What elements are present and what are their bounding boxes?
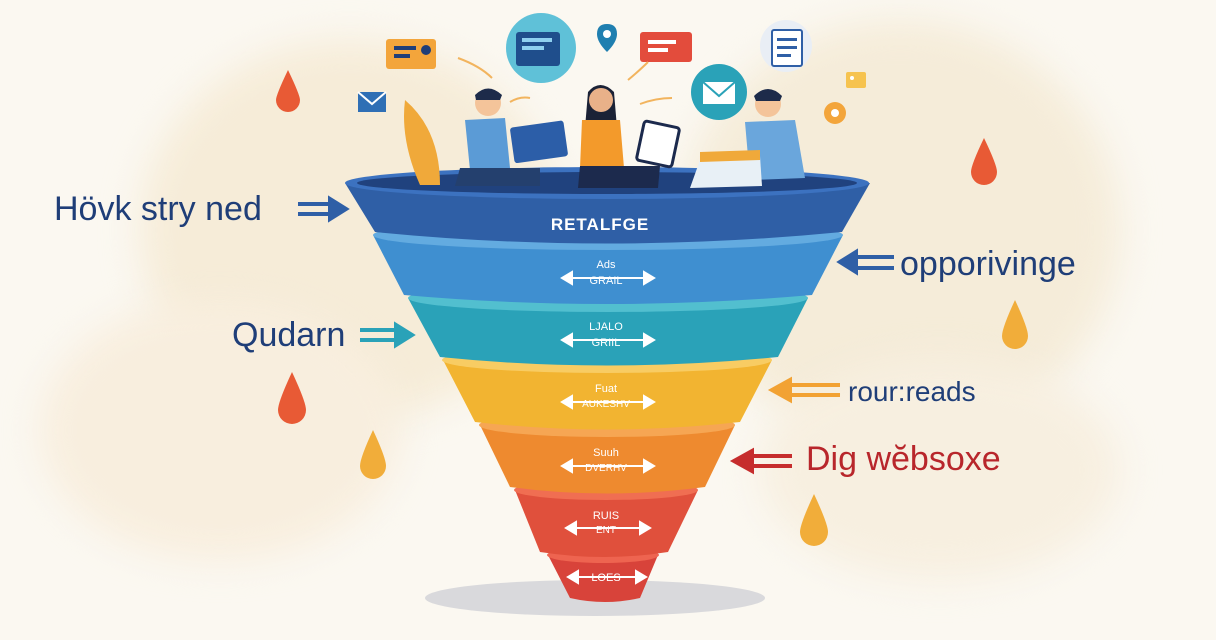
arrow-right-bottom <box>729 447 792 475</box>
stage-4-line1: Suuh <box>593 447 619 459</box>
email-bubble-icon <box>691 64 747 120</box>
water-drop-icon <box>800 494 828 546</box>
funnel-top-label: RETALFGE <box>551 215 649 234</box>
document-card-icon <box>640 32 692 62</box>
funnel-stage-6 <box>548 555 658 602</box>
label-left-top: Hövk stry ne‍d <box>54 190 262 228</box>
funnel-stage-1 <box>373 235 843 304</box>
arrow-left-top <box>298 195 350 223</box>
background-cloud <box>40 300 400 560</box>
stage-6-arrow <box>566 569 648 585</box>
person-center <box>578 85 681 188</box>
chart-card-icon <box>506 13 576 83</box>
location-pin-icon <box>597 24 617 52</box>
funnel-top-bowl <box>345 183 870 244</box>
label-left-mid: Qudarn <box>232 316 346 354</box>
stage-label-3: Fuat AUKESHV <box>582 383 630 410</box>
envelope-icon <box>357 91 387 112</box>
water-drop-icon <box>360 430 386 479</box>
water-drop-icon <box>276 70 300 112</box>
stage-1-line2: GRAIL <box>589 275 622 287</box>
photo-badge-icon <box>846 72 866 88</box>
checklist-icon <box>760 20 812 72</box>
water-drop-icon <box>1002 300 1028 349</box>
label-right-top: opporivinge <box>900 245 1076 283</box>
funnel-stage-3 <box>443 360 772 430</box>
floating-arrows <box>457 57 673 105</box>
arrow-right-top <box>836 248 894 276</box>
person-left <box>404 88 568 186</box>
stage-5-arrow <box>564 520 652 536</box>
chart-card-icon <box>386 39 436 69</box>
stage-4-arrow <box>560 458 656 474</box>
stage-label-4: Suuh DVERHV <box>585 447 627 474</box>
stage-arrows <box>560 270 656 585</box>
label-right-mid: rour:reads <box>848 376 976 407</box>
stage-2-line2: GRIIL <box>592 337 621 349</box>
funnel-stage-2 <box>408 298 808 366</box>
funnel-stage-5 <box>515 490 698 557</box>
label-right-bottom: Dig wĕbsoxe <box>806 440 1001 478</box>
arrow-right-mid <box>767 376 840 404</box>
stage-5-line1: RUIS <box>593 510 619 522</box>
stage-3-line1: Fuat <box>595 383 617 395</box>
stage-1-arrow <box>560 270 656 286</box>
stage-2-arrow <box>560 332 656 348</box>
funnel-stage-4 <box>480 425 735 494</box>
water-drop-icon <box>971 138 997 185</box>
gear-badge-icon <box>824 102 846 124</box>
stage-3-arrow <box>560 394 656 410</box>
arrow-left-mid <box>360 321 416 349</box>
person-right <box>690 89 805 188</box>
stage-2-line1: LJALO <box>589 321 623 333</box>
stage-5-line2: ENT <box>596 525 616 536</box>
stage-4-line2: DVERHV <box>585 463 627 474</box>
water-drop-icon <box>278 372 306 424</box>
stage-1-line1: Ads <box>597 259 616 271</box>
stage-label-5: RUIS ENT <box>593 510 619 536</box>
stage-3-line2: AUKESHV <box>582 399 630 410</box>
